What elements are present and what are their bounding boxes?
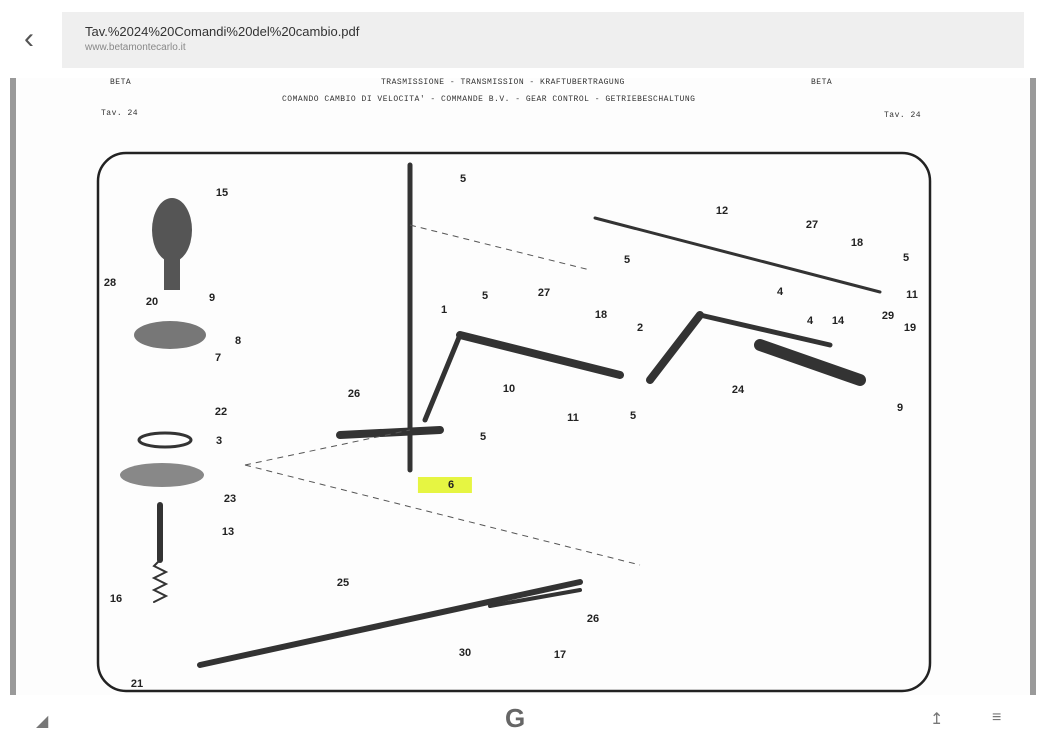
knob-assembly — [120, 198, 206, 487]
share-icon[interactable]: ↥ — [930, 711, 944, 728]
section-title: TRASMISSIONE - TRANSMISSION - KRAFTUBERT… — [381, 78, 625, 87]
part-label: 11 — [906, 289, 918, 301]
part-label: 5 — [479, 431, 487, 443]
part-label: 13 — [221, 526, 235, 538]
menu-icon[interactable]: ≡ — [992, 709, 1002, 726]
file-name: Tav.%2024%20Comandi%20del%20cambio.pdf — [85, 24, 360, 39]
part-label: 14 — [831, 315, 845, 327]
part-label: 25 — [336, 577, 350, 589]
arm — [422, 332, 463, 423]
part-label: 29 — [881, 310, 895, 322]
rod-25 — [197, 579, 583, 668]
app-bar-background — [62, 12, 1024, 68]
bottom-toolbar: ◢ G ↥ ≡ — [0, 695, 1046, 738]
part-label: 5 — [459, 173, 467, 185]
part-label: 2 — [636, 322, 644, 334]
chevron-left-icon[interactable]: ‹ — [24, 22, 34, 55]
shaft-4 — [697, 312, 833, 348]
part-label: 4 — [776, 286, 784, 298]
spring — [151, 559, 169, 603]
knob-neck — [164, 255, 180, 290]
part-label: 9 — [896, 402, 904, 414]
part-label: 7 — [214, 352, 222, 364]
part-label: 18 — [850, 237, 864, 249]
table-number-right: Tav. 24 — [884, 111, 922, 120]
part-label: 1 — [440, 304, 448, 316]
ring-3 — [137, 431, 193, 449]
part-label: 23 — [223, 493, 237, 505]
bracket-24 — [754, 339, 866, 386]
prev-icon[interactable]: ◢ — [36, 713, 49, 730]
part-label: 22 — [214, 406, 228, 418]
part-label: 5 — [629, 410, 637, 422]
part-label: 4 — [806, 315, 814, 327]
part-label: 8 — [234, 335, 242, 347]
dashed-guides — [244, 224, 641, 566]
part-label: 11 — [567, 412, 579, 424]
part-label: 27 — [537, 287, 551, 299]
source-url[interactable]: www.betamontecarlo.it — [85, 42, 186, 53]
part-label: 17 — [553, 649, 567, 661]
part-label: 24 — [731, 384, 745, 396]
plate-23 — [120, 463, 204, 487]
drive-icon[interactable]: G — [505, 703, 526, 733]
part-label: 28 — [103, 277, 117, 289]
part-label: 27 — [805, 219, 819, 231]
part-label: 5 — [481, 290, 489, 302]
part-label: 30 — [458, 647, 472, 659]
lever-2 — [646, 311, 704, 384]
subtitle: COMANDO CAMBIO DI VELOCITA' - COMMANDE B… — [282, 95, 696, 104]
part-label: 10 — [502, 383, 516, 395]
part-label: 12 — [715, 205, 729, 217]
diagram-frame — [96, 151, 932, 693]
brand-right: BETA — [811, 78, 833, 87]
part-label: 21 — [130, 678, 144, 690]
part-label: 16 — [109, 593, 123, 605]
app-bar: ‹ Tav.%2024%20Comandi%20del%20cambio.pdf… — [0, 0, 1046, 78]
rod-12 — [593, 216, 882, 294]
highlighted-part-label: 6 — [417, 477, 473, 493]
part-label: 9 — [208, 292, 216, 304]
part-label: 5 — [623, 254, 631, 266]
part-label: 5 — [902, 252, 910, 264]
rod-26 — [336, 426, 444, 439]
brand-left: BETA — [110, 78, 132, 87]
plate-26 — [488, 588, 582, 608]
knob-15 — [152, 198, 192, 262]
link-10 — [456, 331, 624, 379]
part-label: 19 — [903, 322, 917, 334]
part-label: 20 — [145, 296, 159, 308]
boot-8 — [134, 321, 206, 349]
part-label: 18 — [594, 309, 608, 321]
part-label: 15 — [215, 187, 229, 199]
table-number-left: Tav. 24 — [101, 109, 139, 118]
parts — [151, 162, 882, 668]
part-label: 26 — [347, 388, 361, 400]
part-label: 3 — [215, 435, 223, 447]
part-label: 26 — [586, 613, 600, 625]
